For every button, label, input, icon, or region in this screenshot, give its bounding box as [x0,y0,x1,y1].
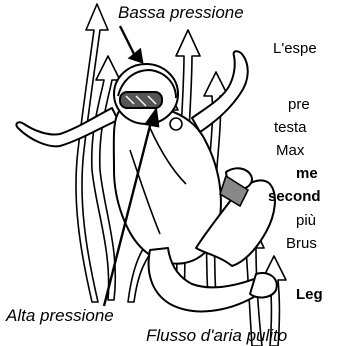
low-pressure-pointer [120,26,136,58]
side-text-line: Leg [296,284,323,305]
side-text-line: più [296,210,316,231]
clean-airflow-label: Flusso d'aria pulito [146,326,287,346]
side-text-line: Max [276,140,304,161]
high-pressure-label: Alta pressione [6,306,114,326]
side-text-line: testa [274,117,307,138]
side-text-line: Brus [286,233,317,254]
goggles-icon [120,92,162,108]
left-arm [16,108,118,146]
low-pressure-label: Bassa pressione [118,3,244,23]
side-text-line: pre [288,94,310,115]
side-text-line: second [268,186,321,207]
skydiver-head [114,64,178,124]
side-text-line: me [296,163,318,184]
side-text-line: L'espe [273,38,317,59]
